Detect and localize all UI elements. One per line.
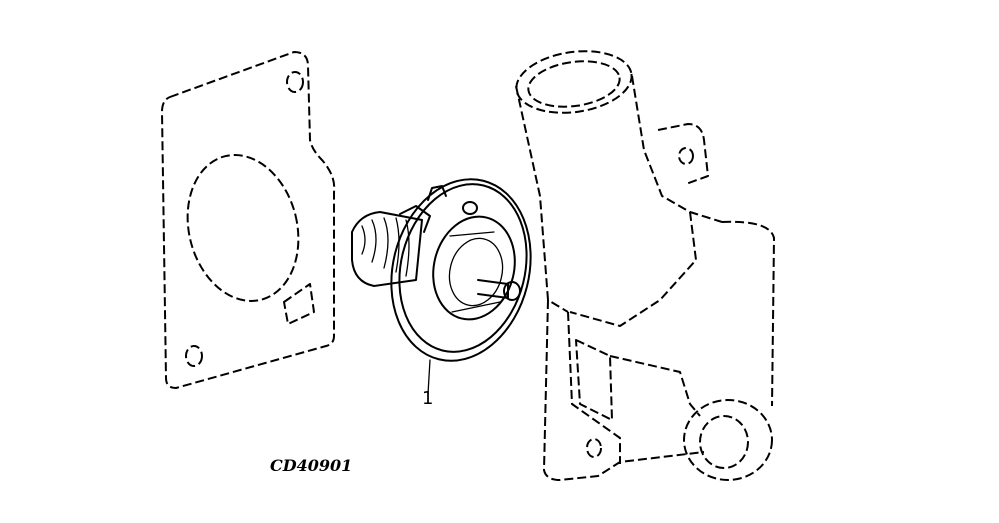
callout-leader-line (427, 359, 431, 395)
housing-bypass-port-inner (699, 415, 749, 469)
housing-outlet-opening (515, 50, 633, 114)
thermostat-jiggle-pin (427, 185, 447, 201)
callout-number-1: 1 (422, 388, 433, 409)
thermostat-flange-rim (398, 183, 528, 353)
gasket-bolt-hole-top (286, 71, 304, 93)
housing-neck (515, 75, 723, 313)
thermostat-spring-housing (351, 211, 423, 287)
thermostat-flange-outer (390, 178, 532, 362)
housing-upper-body (569, 211, 775, 407)
housing-inner-step (609, 355, 701, 417)
figure-id: CD40901 (270, 456, 352, 475)
housing-inner-recess (575, 339, 613, 421)
housing-lower-body (543, 299, 705, 481)
thermostat-center-pin-tip (503, 281, 521, 301)
thermostat-valve (448, 237, 504, 307)
housing-side-ear-hole (678, 147, 694, 165)
gasket-bolt-hole-bottom (185, 345, 203, 367)
gasket (161, 51, 336, 389)
thermostat-vent-hole (462, 201, 478, 215)
thermostat-housing (515, 50, 775, 481)
gasket-bypass-slot (283, 283, 315, 325)
housing-bolt-hole (586, 438, 602, 458)
thermostat-valve-seat (432, 215, 516, 321)
housing-side-ear (657, 123, 709, 185)
gasket-outline (161, 51, 336, 389)
housing-outlet-inner (527, 60, 621, 108)
thermostat-center-pin (477, 279, 509, 299)
gasket-center-opening (186, 154, 300, 302)
thermostat-frame-bridge (449, 231, 501, 313)
thermostat (351, 178, 532, 395)
thermostat-spring-coils (361, 217, 410, 277)
housing-bypass-port-outer (683, 399, 773, 481)
